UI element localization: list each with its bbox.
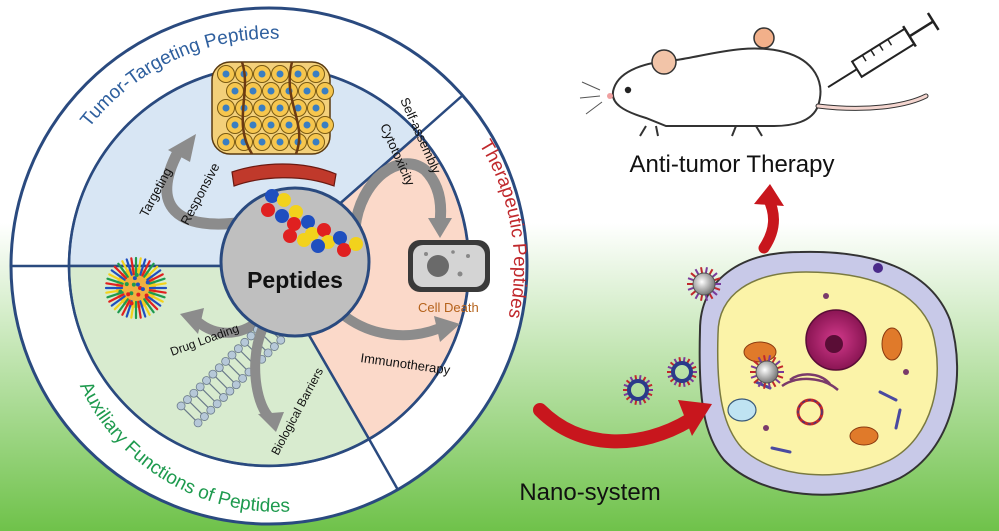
therapy-label: Anti-tumor Therapy <box>630 151 835 178</box>
nanoparticle-icon <box>667 357 697 387</box>
up-red-arrow-icon <box>754 184 784 254</box>
mouse-icon <box>579 27 929 137</box>
center-circle <box>219 186 371 338</box>
peptide-chain-icon <box>261 189 363 257</box>
curved-red-arrow-icon <box>533 400 712 449</box>
nanoparticle-group <box>623 267 784 405</box>
targeting-arrow-icon <box>161 134 251 230</box>
immunotherapy-arrow-icon <box>337 309 460 342</box>
divider-upper-right <box>418 94 464 135</box>
nanoparticle-icon <box>623 375 653 405</box>
self-assembly-arrow-icon <box>349 158 452 238</box>
divider-lower-right <box>367 438 400 491</box>
cell-icon <box>698 250 959 496</box>
center-label: Peptides <box>247 267 343 293</box>
peptide-wheel: Tumor-Targeting Peptides Therapeutic Pep… <box>9 6 530 526</box>
micelle-icon <box>104 256 168 320</box>
cell-death-label: Cell Death <box>418 300 479 315</box>
nanoparticle-icon <box>687 267 721 301</box>
syringe-icon <box>827 12 940 89</box>
nanoparticle-icon <box>750 355 784 389</box>
nano-system-label: Nano-system <box>519 479 660 506</box>
barrier-arrow-icon <box>250 325 284 432</box>
tumor-tissue-icon <box>211 61 337 187</box>
dead-cell-icon <box>408 240 490 292</box>
